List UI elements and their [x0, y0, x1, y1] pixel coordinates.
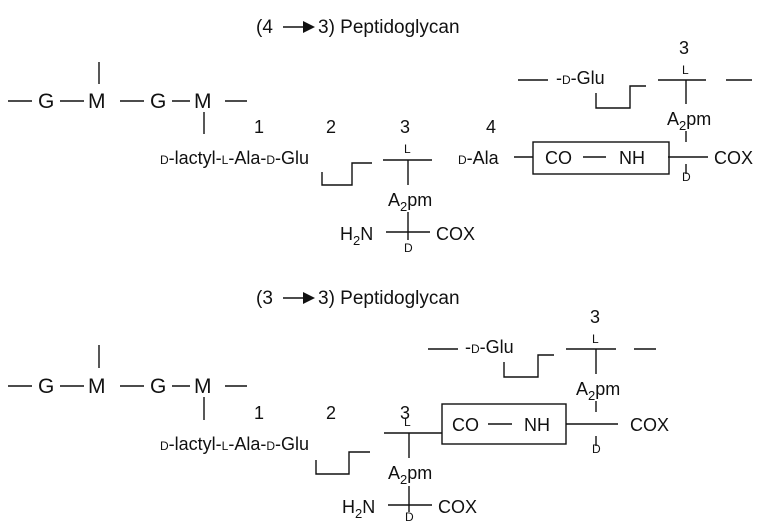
carbonyl-label: CO [545, 148, 572, 168]
crosslink-arrow-head [303, 292, 315, 304]
panel-4-3-peptidoglycan: (4 3) Peptidoglycan G M G M 1 2 3 4 D-la… [8, 17, 753, 255]
partner-glu-to-a2pm-link [595, 85, 646, 109]
position-number: 1 [254, 117, 264, 137]
l-stereo-label: L [222, 153, 229, 167]
glycan-residue-m: M [194, 90, 212, 113]
partner-glu-label: -D-Glu [465, 337, 514, 357]
panel-title-prefix: (4 [256, 17, 273, 38]
d-stereo-label: D [682, 170, 691, 184]
stem-peptide: D-lactyl-L-Ala-D-Glu [160, 434, 309, 454]
carbonyl-label: CO [452, 415, 479, 435]
panel-title-prefix: (3 [256, 288, 273, 309]
amino-terminus-label: H2N [342, 497, 375, 521]
d-stereo-label: D [266, 439, 275, 453]
lactyl-label: -lactyl- [169, 434, 222, 454]
a2pm-residue: L A2pm H2N COX D [340, 142, 475, 255]
d-stereo-label: D [404, 241, 413, 255]
l-stereo-label: L [222, 439, 229, 453]
glycan-residue-m: M [194, 375, 212, 398]
amide-label: NH [619, 148, 645, 168]
l-stereo-label: L [404, 142, 411, 156]
partner-glu-to-a2pm-link [503, 354, 554, 378]
lactyl-label: -lactyl- [169, 148, 222, 168]
position-number: 4 [486, 117, 496, 137]
crosslink-arrow-head [303, 21, 315, 33]
partner-a2pm-label: A2pm [576, 379, 620, 403]
cox-label: COX [438, 497, 477, 517]
glu-to-a2pm-link [315, 451, 370, 475]
partner-stem-peptide: -D-Glu 3 L A2pm COX D [428, 307, 669, 456]
glycan-backbone: G M G M [8, 62, 247, 134]
cox-label: COX [436, 224, 475, 244]
amino-terminus-label: H2N [340, 224, 373, 248]
a2pm-residue: L A2pm H2N COX D [342, 415, 477, 521]
d-stereo-label: D [160, 439, 169, 453]
l-stereo-label: L [404, 415, 411, 429]
l-stereo-label: L [592, 332, 599, 346]
crosslink-peptide-bond: CO NH [441, 403, 567, 445]
d-stereo-label: D [160, 153, 169, 167]
position-number: 3 [400, 403, 410, 423]
partner-glu-label: -D-Glu [556, 68, 605, 88]
stem-peptide: D-lactyl-L-Ala-D-Glu [160, 148, 309, 168]
position-number: 2 [326, 403, 336, 423]
a2pm-label: A2pm [388, 463, 432, 487]
partner-stem-peptide: -D-Glu 3 L A2pm COX D [518, 38, 753, 184]
partner-a2pm-label: A2pm [667, 109, 711, 133]
glycan-residue-m: M [88, 375, 106, 398]
d-stereo-label: D [405, 510, 414, 521]
glu-label: -Glu [275, 434, 309, 454]
glycan-residue-g: G [150, 375, 166, 398]
d-stereo-label: D [266, 153, 275, 167]
panel-title-suffix: 3) Peptidoglycan [318, 17, 460, 38]
d-stereo-label: D [592, 442, 601, 456]
position-number: 3 [590, 307, 600, 327]
position-number: 1 [254, 403, 264, 423]
position-number: 3 [679, 38, 689, 58]
panel-3-3-peptidoglycan: (3 3) Peptidoglycan G M G M 1 2 3 D-lact… [8, 288, 669, 521]
ala-label: -Ala- [228, 148, 266, 168]
amide-label: NH [524, 415, 550, 435]
partner-cox-label: COX [714, 148, 753, 168]
crosslink-peptide-bond: CO NH [532, 141, 670, 175]
position-number: 2 [326, 117, 336, 137]
glycan-residue-m: M [88, 90, 106, 113]
glycan-residue-g: G [38, 90, 54, 113]
d-ala-residue: D-Ala [458, 148, 500, 168]
glycan-residue-g: G [38, 375, 54, 398]
glycan-residue-g: G [150, 90, 166, 113]
glu-to-a2pm-link [321, 162, 372, 186]
position-number: 3 [400, 117, 410, 137]
glycan-backbone: G M G M [8, 345, 247, 420]
panel-title-suffix: 3) Peptidoglycan [318, 288, 460, 309]
ala-label: -Ala- [228, 434, 266, 454]
a2pm-label: A2pm [388, 190, 432, 214]
partner-cox-label: COX [630, 415, 669, 435]
glu-label: -Glu [275, 148, 309, 168]
l-stereo-label: L [682, 63, 689, 77]
